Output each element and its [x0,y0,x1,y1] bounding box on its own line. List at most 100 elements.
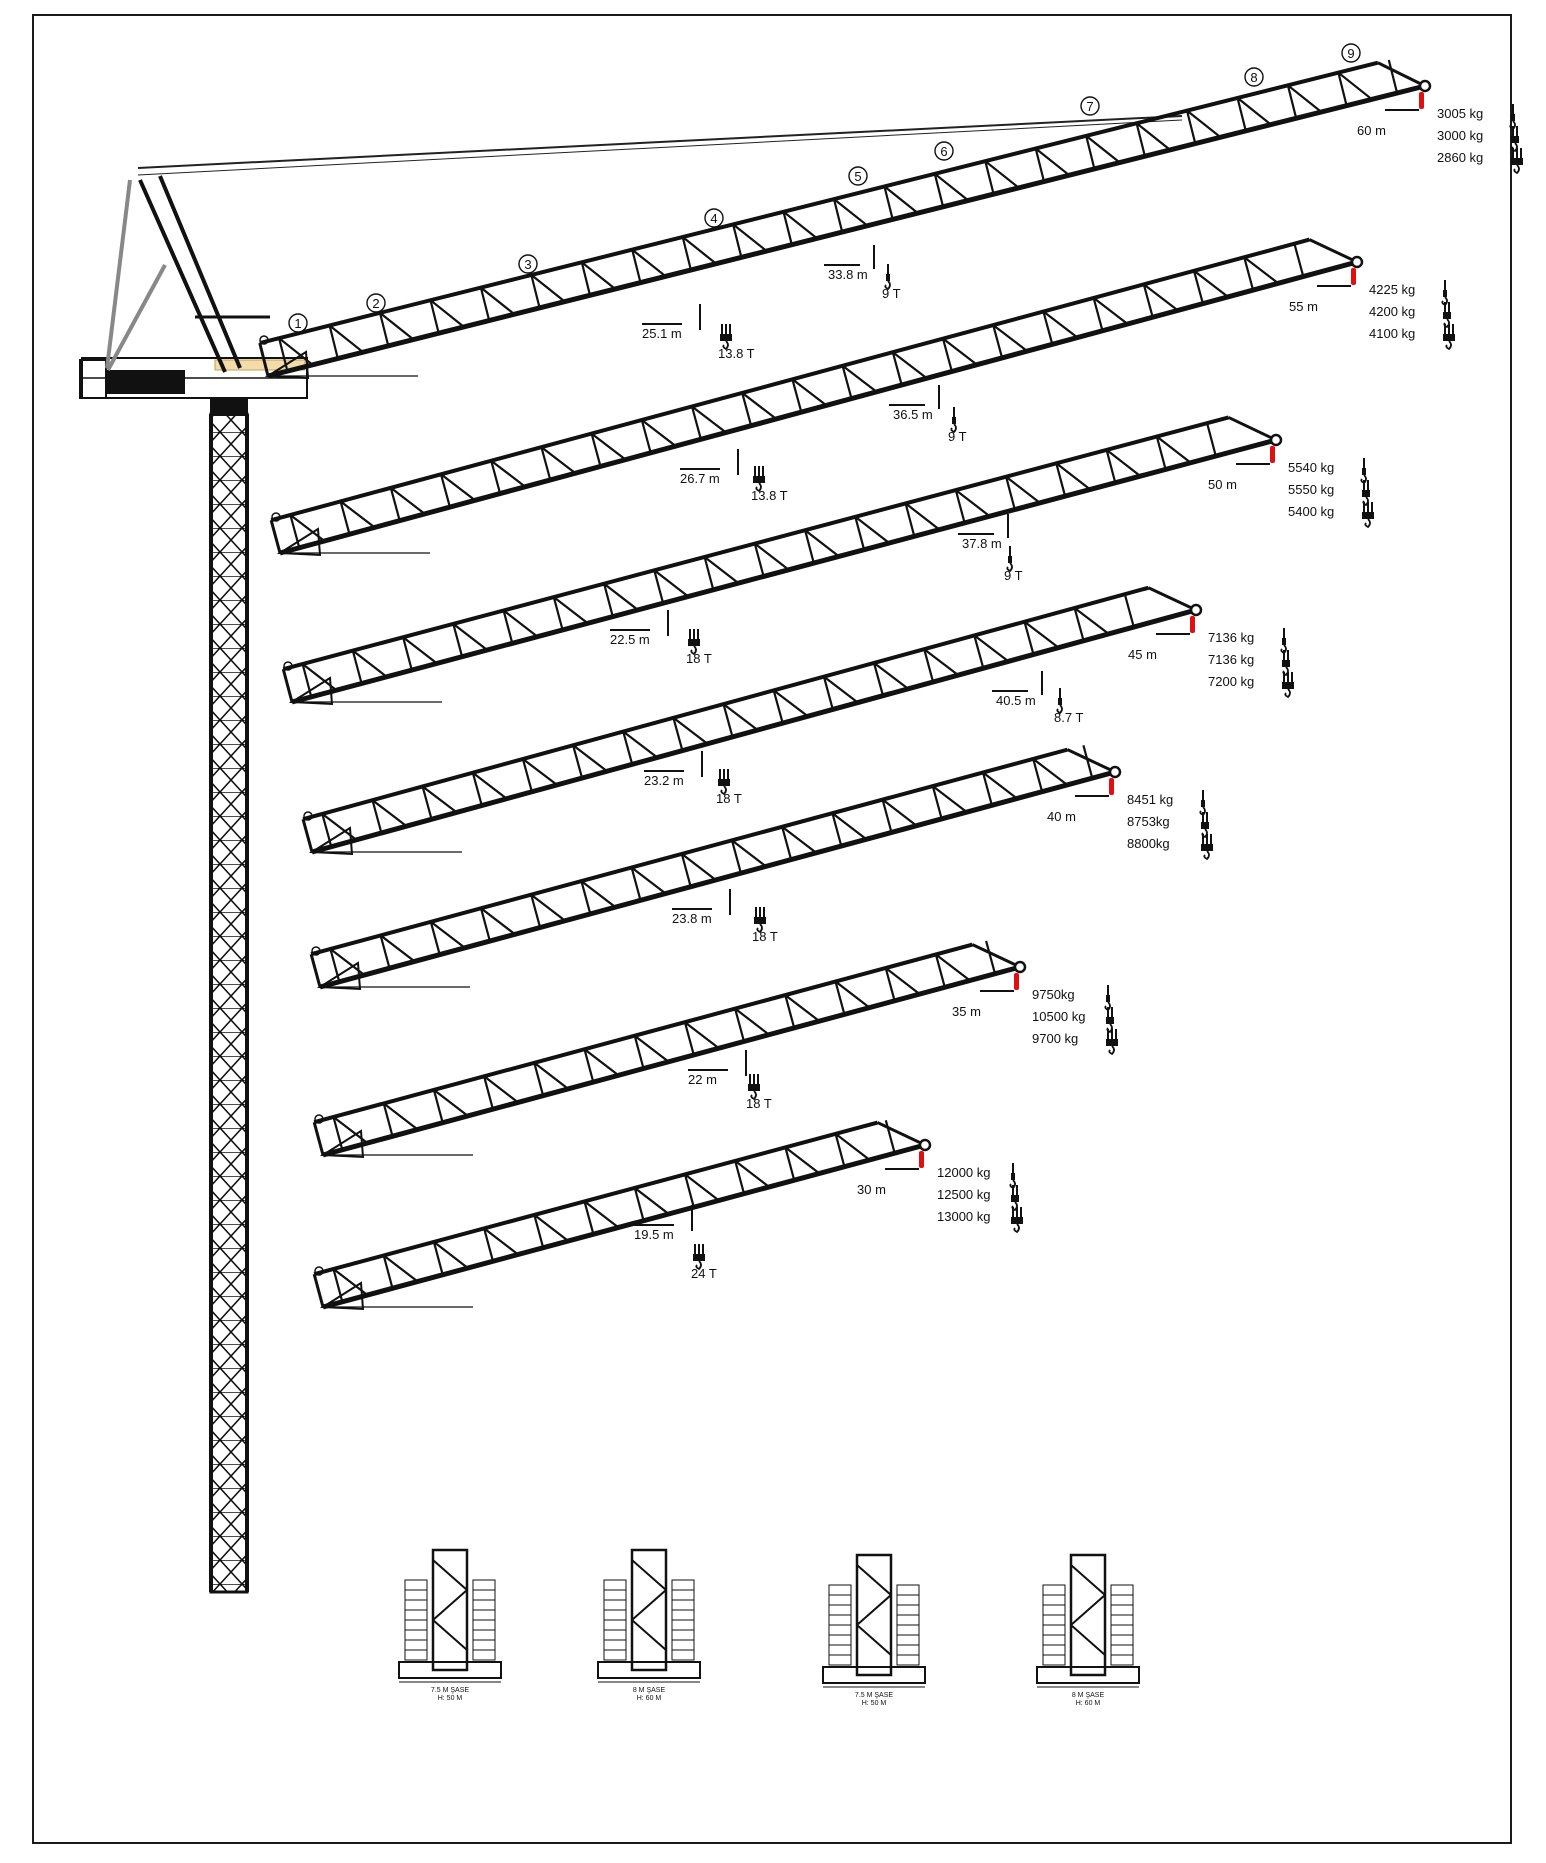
hook-icon [720,324,732,351]
tip-load-value: 5540 kg [1288,460,1334,475]
jib-length-label: 40 m [1047,809,1076,824]
tip-sheave [1013,960,1027,974]
tip-load-value: 5400 kg [1288,504,1334,519]
mid-load-label: 8.7 T [1054,710,1083,725]
tip-sheave [918,1138,932,1152]
max-load-label: 18 T [746,1096,772,1111]
tip-sheave [1189,603,1203,617]
tip-load-value: 12500 kg [937,1187,991,1202]
jib-lattice [332,1120,896,1303]
tip-load-value: 4225 kg [1369,282,1415,297]
jib-top-chord [313,942,974,1125]
jib-length-label: 35 m [952,1004,981,1019]
jib-lattice [278,59,1399,372]
base-mast-height: H: 60 M [1076,1700,1101,1707]
tip-sheave [1418,79,1432,93]
tip-load-value: 9750kg [1032,987,1075,1002]
hook-icon [1362,502,1374,529]
jib-bottom-chord [291,437,1277,705]
hook-icon [1443,324,1455,351]
jib-bottom-chord [267,83,1426,379]
jib-bottom-chord [279,259,1358,556]
jib-lattice [321,593,1135,847]
hook-icon [754,907,766,934]
tip-load-value: 7200 kg [1208,674,1254,689]
tip-load-value: 12000 kg [937,1165,991,1180]
cat-head [105,115,1183,373]
tip-sheave [1108,765,1122,779]
jib-bottom-chord [322,964,1021,1158]
hook-icon [1201,812,1209,839]
tip-load-value: 4200 kg [1369,304,1415,319]
drawing-frame [32,14,1512,1844]
jib-bottom-chord [311,607,1197,855]
hook-icon [753,466,765,493]
jib-top-chord [259,60,1379,345]
mid-radius-label: 40.5 m [996,693,1036,708]
tip-load-value: 3005 kg [1437,106,1483,121]
base-chassis-size: 7.5 M ŞASE [431,1687,469,1694]
base-mast-height: H: 50 M [438,1695,463,1702]
jib-lattice [329,745,1094,983]
jib-bottom-chord [322,1142,926,1310]
jib-section-number: 5 [854,169,861,184]
jib-section-marker: 9 [1341,43,1361,63]
jib-section-number: 3 [524,257,531,272]
max-load-label: 13.8 T [751,488,788,503]
max-load-label: 13.8 T [718,346,755,361]
jib-section-marker: 6 [934,141,954,161]
hook-icon [1201,834,1213,861]
base-mast-height: H: 60 M [637,1695,662,1702]
tip-load-marker [1190,616,1195,633]
jib-bottom-chord [319,769,1116,990]
tip-load-value: 3000 kg [1437,128,1483,143]
jib-section-number: 7 [1086,99,1093,114]
max-radius-label: 23.8 m [672,911,712,926]
mid-radius-label: 36.5 m [893,407,933,422]
hook-icon [1443,302,1451,329]
hook-icon [1009,1163,1016,1190]
max-radius-label: 19.5 m [634,1227,674,1242]
tip-load-marker [1419,92,1424,109]
tip-load-value: 13000 kg [937,1209,991,1224]
tip-load-value: 4100 kg [1369,326,1415,341]
base-chassis-size: 7.5 M ŞASE [855,1692,893,1699]
jib-lattice [301,422,1217,698]
hook-icon [1006,546,1013,573]
tip-load-value: 2860 kg [1437,150,1483,165]
hook-icon [1056,688,1063,715]
jib-length-label: 45 m [1128,647,1157,662]
max-radius-label: 26.7 m [680,471,720,486]
jib-length-label: 30 m [857,1182,886,1197]
hook-icon [1511,126,1519,153]
jib-section-marker: 3 [518,254,538,274]
hook-icon [1441,280,1448,307]
hook-icon [1011,1185,1019,1212]
base-mast-height: H: 50 M [862,1700,887,1707]
max-load-label: 18 T [686,651,712,666]
jib-section-marker: 2 [366,293,386,313]
hook-icon [1199,790,1206,817]
jib-top-chord [310,747,1069,957]
jib-section-number: 9 [1347,46,1354,61]
mid-radius-label: 37.8 m [962,536,1002,551]
hook-icon [1280,628,1287,655]
hook-icon [1106,1007,1114,1034]
max-radius-label: 25.1 m [642,326,682,341]
jib-lattice [289,243,1305,549]
hook-icon [693,1244,705,1271]
tip-load-marker [1270,446,1275,463]
jib-length-label: 55 m [1289,299,1318,314]
max-load-label: 18 T [752,929,778,944]
max-radius-label: 22 m [688,1072,717,1087]
jib-top-chord [270,237,1311,523]
